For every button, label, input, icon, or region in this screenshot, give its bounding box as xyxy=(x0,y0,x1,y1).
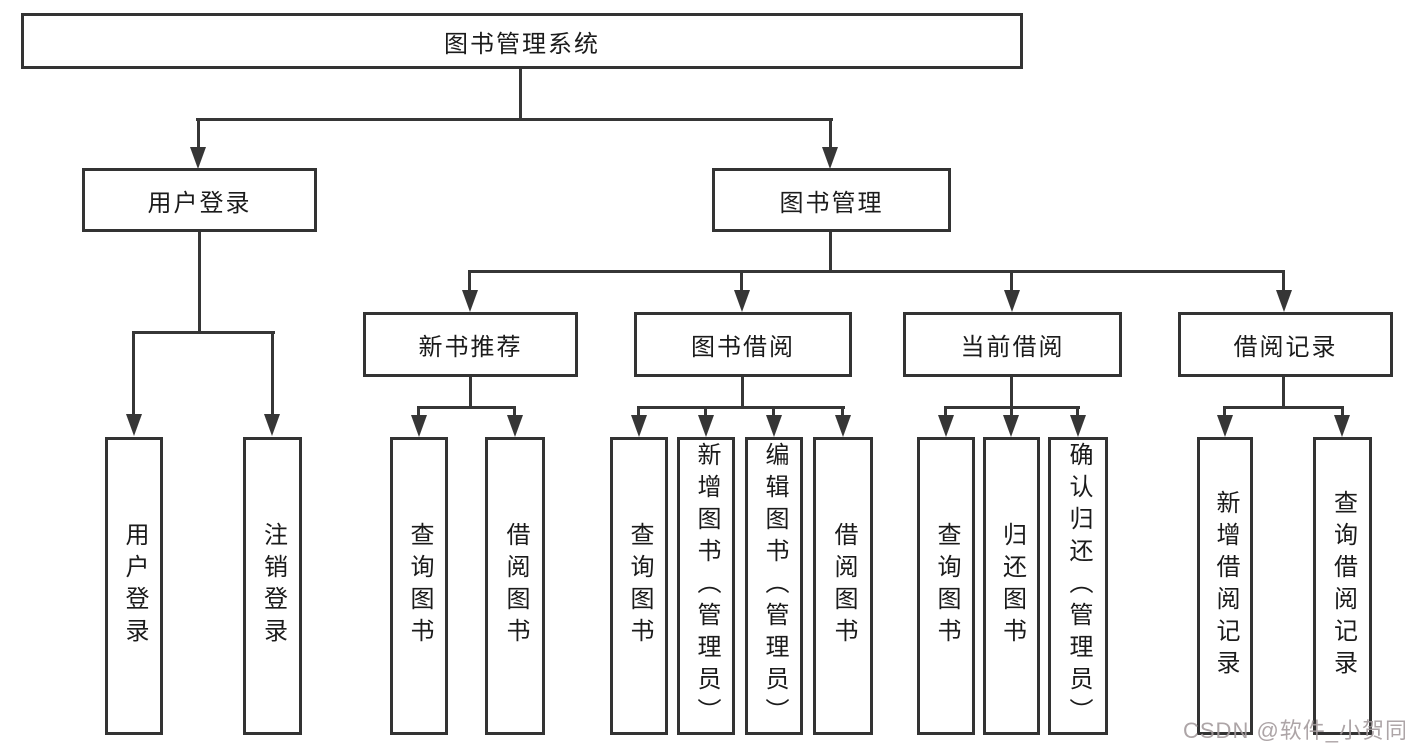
node-new-book-recommend: 新书推荐 xyxy=(363,312,578,377)
arrow-down-icon xyxy=(835,415,851,437)
connector-line xyxy=(829,232,832,273)
arrow-down-icon xyxy=(698,415,714,437)
node-root: 图书管理系统 xyxy=(21,13,1023,69)
connector-line xyxy=(469,377,472,409)
arrow-down-icon xyxy=(631,415,647,437)
arrow-down-icon xyxy=(1334,415,1350,437)
arrow-down-icon xyxy=(411,415,427,437)
connector-line xyxy=(417,406,420,419)
leaf-borrow-book: 借阅图书 xyxy=(813,437,873,735)
connector-line xyxy=(1010,270,1013,294)
arrow-down-icon xyxy=(766,415,782,437)
leaf-query-book-current: 查询图书 xyxy=(917,437,975,735)
arrow-down-icon xyxy=(507,415,523,437)
leaf-confirm-return-admin: 确认归还（管理员） xyxy=(1048,437,1108,735)
connector-line xyxy=(1076,406,1079,419)
node-book-borrow: 图书借阅 xyxy=(634,312,852,377)
arrow-down-icon xyxy=(1217,415,1233,437)
connector-line xyxy=(132,331,275,334)
arrow-down-icon xyxy=(1003,415,1019,437)
connector-line xyxy=(1010,406,1013,419)
leaf-add-borrow-record: 新增借阅记录 xyxy=(1197,437,1253,735)
leaf-query-borrow-record: 查询借阅记录 xyxy=(1313,437,1372,735)
connector-line xyxy=(772,406,775,419)
arrow-down-icon xyxy=(462,290,478,312)
connector-line xyxy=(944,406,947,419)
arrow-down-icon xyxy=(1004,290,1020,312)
connector-line xyxy=(841,406,844,419)
connector-line xyxy=(740,270,743,294)
connector-line xyxy=(1341,406,1344,419)
connector-line xyxy=(1223,406,1344,409)
connector-line xyxy=(704,406,707,419)
node-current-borrow: 当前借阅 xyxy=(903,312,1122,377)
connector-line xyxy=(468,270,1285,273)
node-borrow-records: 借阅记录 xyxy=(1178,312,1393,377)
connector-line xyxy=(637,406,845,409)
arrow-down-icon xyxy=(938,415,954,437)
arrow-down-icon xyxy=(126,414,142,436)
arrow-down-icon xyxy=(1070,415,1086,437)
leaf-query-book-borrow: 查询图书 xyxy=(610,437,668,735)
connector-line xyxy=(271,331,274,416)
arrow-down-icon xyxy=(190,147,206,169)
arrow-down-icon xyxy=(264,414,280,436)
leaf-user-login: 用户登录 xyxy=(105,437,163,735)
arrow-down-icon xyxy=(822,147,838,169)
connector-line xyxy=(1010,377,1013,409)
leaf-edit-book-admin: 编辑图书（管理员） xyxy=(745,437,803,735)
leaf-return-book: 归还图书 xyxy=(983,437,1040,735)
connector-line xyxy=(1282,270,1285,294)
connector-line xyxy=(198,232,201,334)
connector-line xyxy=(519,69,522,121)
leaf-borrow-book-recommend: 借阅图书 xyxy=(485,437,545,735)
connector-line xyxy=(196,118,833,121)
leaf-logout: 注销登录 xyxy=(243,437,302,735)
csdn-watermark: CSDN @软件_小贺同学 xyxy=(1183,718,1405,743)
connector-line xyxy=(132,331,135,416)
connector-line xyxy=(197,118,200,151)
node-book-management: 图书管理 xyxy=(712,168,951,232)
node-user-login: 用户登录 xyxy=(82,168,317,232)
connector-line xyxy=(1223,406,1226,419)
connector-line xyxy=(417,406,516,409)
connector-line xyxy=(829,118,832,151)
leaf-add-book-admin: 新增图书（管理员） xyxy=(677,437,735,735)
arrow-down-icon xyxy=(1276,290,1292,312)
connector-line xyxy=(468,270,471,294)
connector-line xyxy=(1282,377,1285,409)
connector-line xyxy=(741,377,744,409)
leaf-query-book-recommend: 查询图书 xyxy=(390,437,448,735)
connector-line xyxy=(513,406,516,419)
connector-line xyxy=(637,406,640,419)
arrow-down-icon xyxy=(734,290,750,312)
